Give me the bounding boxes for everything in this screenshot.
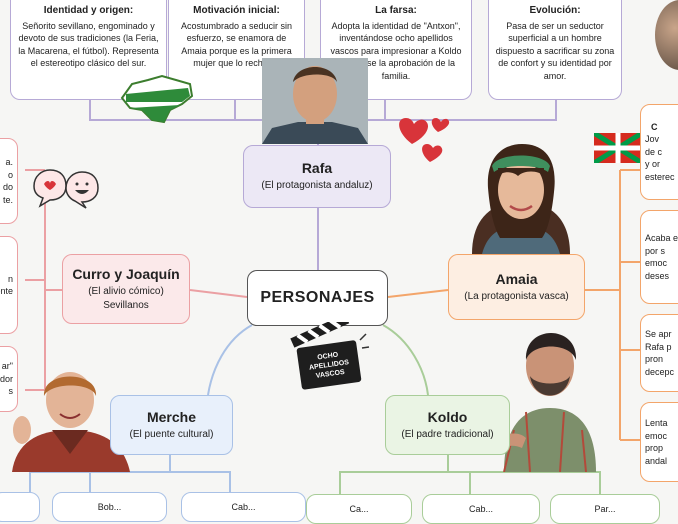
leaf-line: Cab...: [231, 501, 256, 512]
leaf-line: decepc: [645, 366, 675, 377]
leaf-line: n: [7, 273, 13, 284]
node-koldo: Koldo (El padre tradicional): [385, 395, 510, 455]
leaf-line: Par...: [594, 503, 616, 514]
speech-bubbles-icon: [33, 169, 99, 209]
node-title: Rafa: [301, 160, 333, 176]
leaf-line: Jov: [645, 134, 660, 145]
leaf-line: Lenta: [645, 418, 668, 428]
node-extra: Sevillanos: [103, 299, 149, 311]
koldo-photo: [500, 320, 596, 472]
sticker-line1: OCHO: [317, 352, 339, 362]
sticker-line3: VASCOS: [315, 369, 345, 380]
clapperboard-sticker: OCHO APELLIDOS VASCOS: [290, 322, 370, 390]
bottom-leaf-merche-2: Bob...: [52, 492, 167, 522]
leaf-line: C: [651, 121, 658, 132]
leaf-line: Bob...: [97, 501, 122, 512]
leaf-line: Cab...: [468, 503, 493, 514]
center-title: PERSONAJES: [260, 289, 375, 306]
bottom-leaf-koldo-3: Par...: [550, 494, 660, 524]
leaf-line: por s: [645, 245, 666, 256]
node-rafa: Rafa (El protagonista andaluz): [243, 145, 391, 208]
leaf-line: do: [2, 182, 13, 192]
node-title: Koldo: [427, 408, 468, 425]
center-node-personajes: PERSONAJES: [247, 270, 388, 326]
right-leaf-4: Lenta emoc prop andal: [640, 402, 678, 482]
rafa-photo: [262, 58, 368, 144]
bottom-leaf-merche-1: [0, 492, 40, 522]
box-evolucion: Evolución: Pasa de ser un seductor super…: [488, 0, 622, 100]
leaf-line: de c: [645, 146, 663, 157]
left-leaf-2: n ente: [0, 236, 18, 334]
node-subtitle: (El puente cultural): [129, 428, 214, 440]
node-title: Curro y Joaquín: [72, 265, 180, 282]
leaf-line: s: [8, 386, 14, 397]
box-heading: La farsa:: [375, 5, 417, 16]
connector-lines: [25, 100, 640, 494]
leaf-line: ar": [1, 361, 13, 372]
andalusia-map-icon: [120, 74, 194, 124]
box-heading: Identidad y origen:: [43, 5, 134, 16]
leaf-line: y or: [645, 159, 661, 170]
left-leaf-3: ar" dor s: [0, 346, 18, 412]
leaf-line: Rafa p: [645, 341, 672, 352]
leaf-line: Ca...: [349, 503, 369, 514]
box-text: Adopta la identidad de "Antxon", inventá…: [330, 20, 462, 81]
right-leaf-2: Acaba e por s emoc deses: [640, 210, 678, 304]
amaia-photo: [458, 142, 584, 254]
leaf-line: a.: [5, 157, 13, 167]
node-subtitle: (El alivio cómico): [88, 285, 164, 297]
node-subtitle: (La protagonista vasca): [464, 290, 569, 302]
right-leaf-3: Se apr Rafa p pron decepc: [640, 314, 678, 392]
leaf-line: Acaba e: [645, 233, 678, 243]
node-merche: Merche (El puente cultural): [110, 395, 233, 455]
basque-flag-icon: [594, 133, 642, 163]
leaf-line: andal: [645, 455, 668, 466]
node-title: Amaia: [495, 270, 538, 287]
bottom-leaf-koldo-2: Cab...: [422, 494, 540, 524]
bottom-leaf-koldo-1: Ca...: [306, 494, 412, 524]
leaf-line: emoc: [645, 258, 668, 268]
leaf-line: dor: [0, 373, 13, 384]
node-curro-joaquin: Curro y Joaquín (El alivio cómico) Sevil…: [62, 254, 190, 324]
box-heading: Evolución:: [529, 5, 581, 16]
box-text: Pasa de ser un seductor superficial a un…: [495, 20, 615, 81]
leaf-line: esterec: [645, 171, 675, 182]
box-text: Acostumbrado a seducir sin esfuerzo, se …: [180, 20, 293, 69]
node-subtitle: (El padre tradicional): [401, 428, 494, 440]
box-text: Señorito sevillano, engominado y devoto …: [18, 20, 159, 69]
node-subtitle: (El protagonista andaluz): [261, 180, 373, 191]
leaf-line: ente: [0, 286, 13, 296]
merche-photo: [12, 364, 130, 472]
leaf-line: deses: [645, 270, 670, 281]
character-photo-partial: [655, 0, 678, 70]
leaf-line: te.: [2, 194, 13, 205]
left-leaf-1: a. o do te.: [0, 138, 18, 224]
right-leaf-1: C Jov de c y or esterec: [640, 104, 678, 200]
bottom-leaf-merche-3: Cab...: [181, 492, 306, 522]
leaf-line: emoc: [645, 430, 668, 441]
node-title: Merche: [146, 408, 197, 425]
leaf-line: prop: [645, 443, 664, 453]
leaf-line: Se apr: [645, 329, 672, 339]
node-amaia: Amaia (La protagonista vasca): [448, 254, 585, 320]
hearts-icon: [399, 118, 450, 162]
leaf-line: o: [7, 169, 13, 180]
box-heading: Motivación inicial:: [193, 5, 280, 16]
leaf-line: pron: [645, 354, 664, 364]
